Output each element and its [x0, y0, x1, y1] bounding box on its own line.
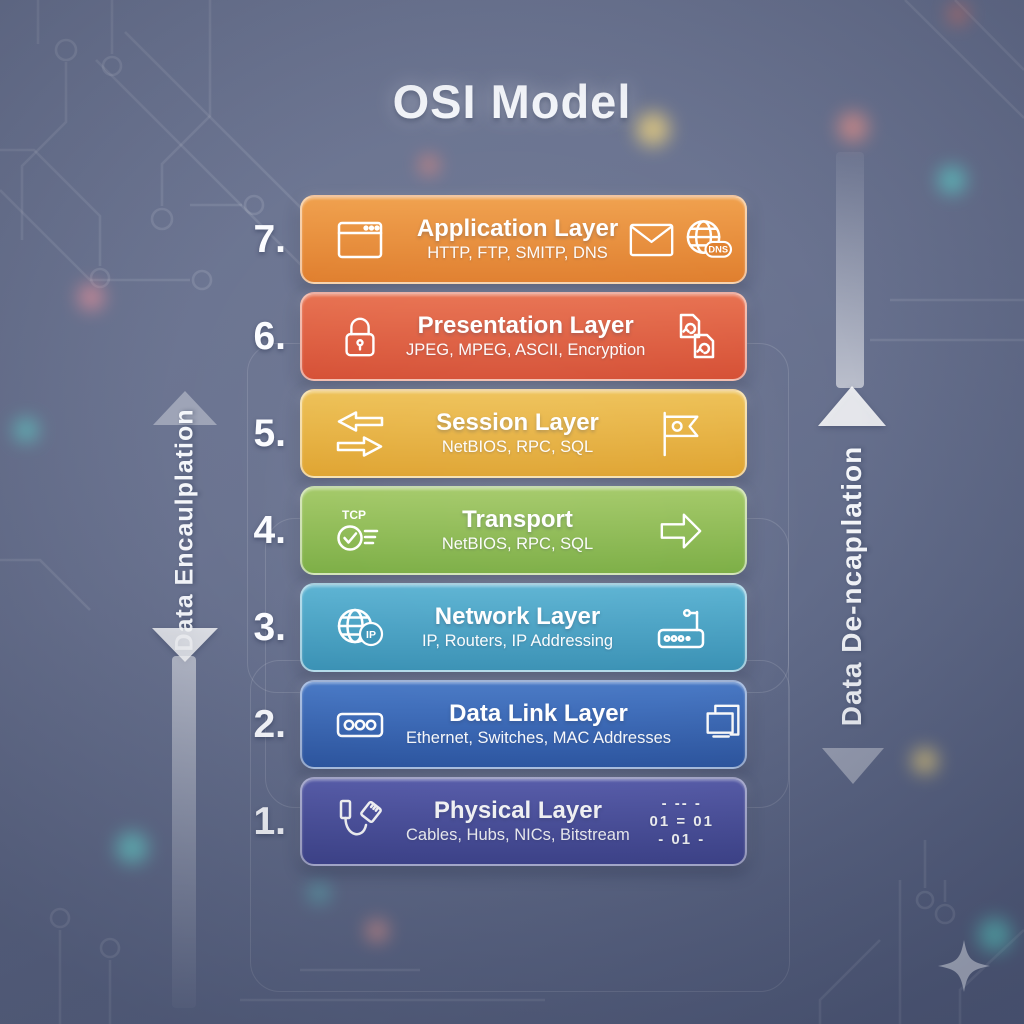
- bokeh-dot: [912, 748, 938, 774]
- bokeh-dot: [308, 882, 330, 904]
- flag-icon: [629, 411, 733, 457]
- layer-right-icons: DNS: [629, 216, 733, 264]
- binary-line: - 01 -: [658, 830, 706, 848]
- layer-row-datalink: 2. Data Link Layer Ethernet, Switches, M…: [253, 680, 747, 769]
- layer-bar-physical: Physical Layer Cables, Hubs, NICs, Bitst…: [300, 777, 747, 866]
- layer-subtitle: IP, Routers, IP Addressing: [421, 632, 614, 651]
- file-conversion-icon: [645, 313, 749, 361]
- binary-line: 01 = 01: [649, 812, 714, 830]
- layer-bar-network: IP Network Layer IP, Routers, IP Address…: [300, 583, 747, 672]
- layer-text: Session Layer NetBIOS, RPC, SQL: [406, 409, 629, 458]
- layer-number: 3.: [253, 605, 286, 649]
- bokeh-dot: [948, 4, 968, 24]
- bokeh-dot: [366, 920, 388, 942]
- bokeh-dot: [636, 112, 670, 146]
- osi-layer-stack: 7. Application Layer HTTP, FTP, SMITP, D…: [253, 195, 747, 874]
- layer-text: Physical Layer Cables, Hubs, NICs, Bitst…: [406, 797, 630, 846]
- layer-title: Application Layer: [416, 215, 619, 243]
- padlock-icon: [314, 314, 406, 360]
- layer-title: Physical Layer: [433, 797, 602, 825]
- layer-title: Session Layer: [436, 409, 599, 437]
- tcp-checklist-icon: TCP: [314, 507, 406, 555]
- layer-text: Transport NetBIOS, RPC, SQL: [406, 506, 629, 555]
- layer-row-physical: 1. Physical Layer Cables, Hubs, NICs, Bi…: [253, 777, 747, 866]
- layer-bar-application: Application Layer HTTP, FTP, SMITP, DNS: [300, 195, 747, 284]
- layer-title: Transport: [462, 506, 573, 534]
- envelope-icon: [629, 223, 674, 256]
- browser-window-icon: [314, 218, 406, 262]
- layer-row-transport: 4. TCP Transport NetBIOS, RPC, SQL: [253, 486, 747, 575]
- layer-subtitle: Ethernet, Switches, MAC Addresses: [406, 729, 672, 748]
- layer-title: Network Layer: [434, 603, 601, 631]
- layer-number: 1.: [253, 799, 286, 843]
- layer-row-session: 5. Session Layer NetBIOS, RPC, SQL: [253, 389, 747, 478]
- binary-line: - -- -: [661, 794, 702, 812]
- svg-text:IP: IP: [366, 629, 376, 641]
- bokeh-dot: [978, 918, 1012, 952]
- layer-title: Presentation Layer: [417, 312, 634, 340]
- layer-subtitle: JPEG, MPEG, ASCII, Encryption: [406, 341, 646, 360]
- svg-text:TCP: TCP: [342, 508, 366, 522]
- bokeh-dot: [938, 166, 966, 194]
- arrow-shaft: [172, 656, 196, 1008]
- bokeh-dot: [78, 284, 104, 310]
- page-title: OSI Model: [392, 75, 632, 128]
- switch-ports-icon: [314, 705, 406, 745]
- frames-icon: [671, 702, 775, 748]
- layer-text: Network Layer IP, Routers, IP Addressing: [406, 603, 629, 652]
- bokeh-dot: [838, 112, 868, 142]
- data-deencapsulation-label: Data De-ncapılation: [836, 445, 867, 727]
- layer-number: 6.: [253, 314, 286, 358]
- down-arrow-icon: [822, 748, 884, 784]
- layer-row-network: 3. IP Network Layer IP, Routers, I: [253, 583, 747, 672]
- layer-row-presentation: 6. Presentation Layer JPEG, MPEG, ASCII,…: [253, 292, 747, 381]
- right-arrow-icon: [629, 508, 733, 554]
- globe-dns-icon: DNS: [686, 219, 733, 258]
- layer-number: 5.: [253, 411, 286, 455]
- layer-number: 7.: [253, 217, 286, 261]
- layer-subtitle: NetBIOS, RPC, SQL: [441, 535, 594, 554]
- layer-bar-presentation: Presentation Layer JPEG, MPEG, ASCII, En…: [300, 292, 747, 381]
- layer-subtitle: NetBIOS, RPC, SQL: [441, 438, 594, 457]
- up-arrow-icon: [153, 391, 217, 425]
- bokeh-dot: [116, 832, 148, 864]
- router-icon: [629, 606, 733, 650]
- bokeh-dot: [420, 156, 438, 174]
- binary-bitstream-icon: - -- - 01 = 01 - 01 -: [630, 795, 734, 849]
- layer-number: 2.: [253, 702, 286, 746]
- layer-text: Presentation Layer JPEG, MPEG, ASCII, En…: [406, 312, 645, 361]
- layer-subtitle: Cables, Hubs, NICs, Bitstream: [406, 826, 630, 845]
- layer-text: Data Link Layer Ethernet, Switches, MAC …: [406, 700, 671, 749]
- layer-title: Data Link Layer: [449, 700, 628, 728]
- ethernet-cable-icon: [314, 798, 406, 846]
- arrow-shaft: [836, 152, 864, 388]
- layer-subtitle: HTTP, FTP, SMITP, DNS: [427, 244, 608, 263]
- layer-text: Application Layer HTTP, FTP, SMITP, DNS: [406, 215, 629, 264]
- swap-arrows-icon: [314, 410, 406, 457]
- up-arrow-icon: [818, 386, 886, 426]
- svg-text:DNS: DNS: [708, 244, 728, 254]
- layer-bar-session: Session Layer NetBIOS, RPC, SQL: [300, 389, 747, 478]
- layer-bar-transport: TCP Transport NetBIOS, RPC, SQL: [300, 486, 747, 575]
- data-encapsulation-label: Data Encaulplation: [170, 408, 199, 652]
- sparkle-star-icon: [938, 940, 990, 992]
- globe-ip-icon: IP: [314, 605, 406, 651]
- layer-bar-datalink: Data Link Layer Ethernet, Switches, MAC …: [300, 680, 747, 769]
- bokeh-dot: [14, 418, 38, 442]
- layer-number: 4.: [253, 508, 286, 552]
- layer-row-application: 7. Application Layer HTTP, FTP, SMITP, D…: [253, 195, 747, 284]
